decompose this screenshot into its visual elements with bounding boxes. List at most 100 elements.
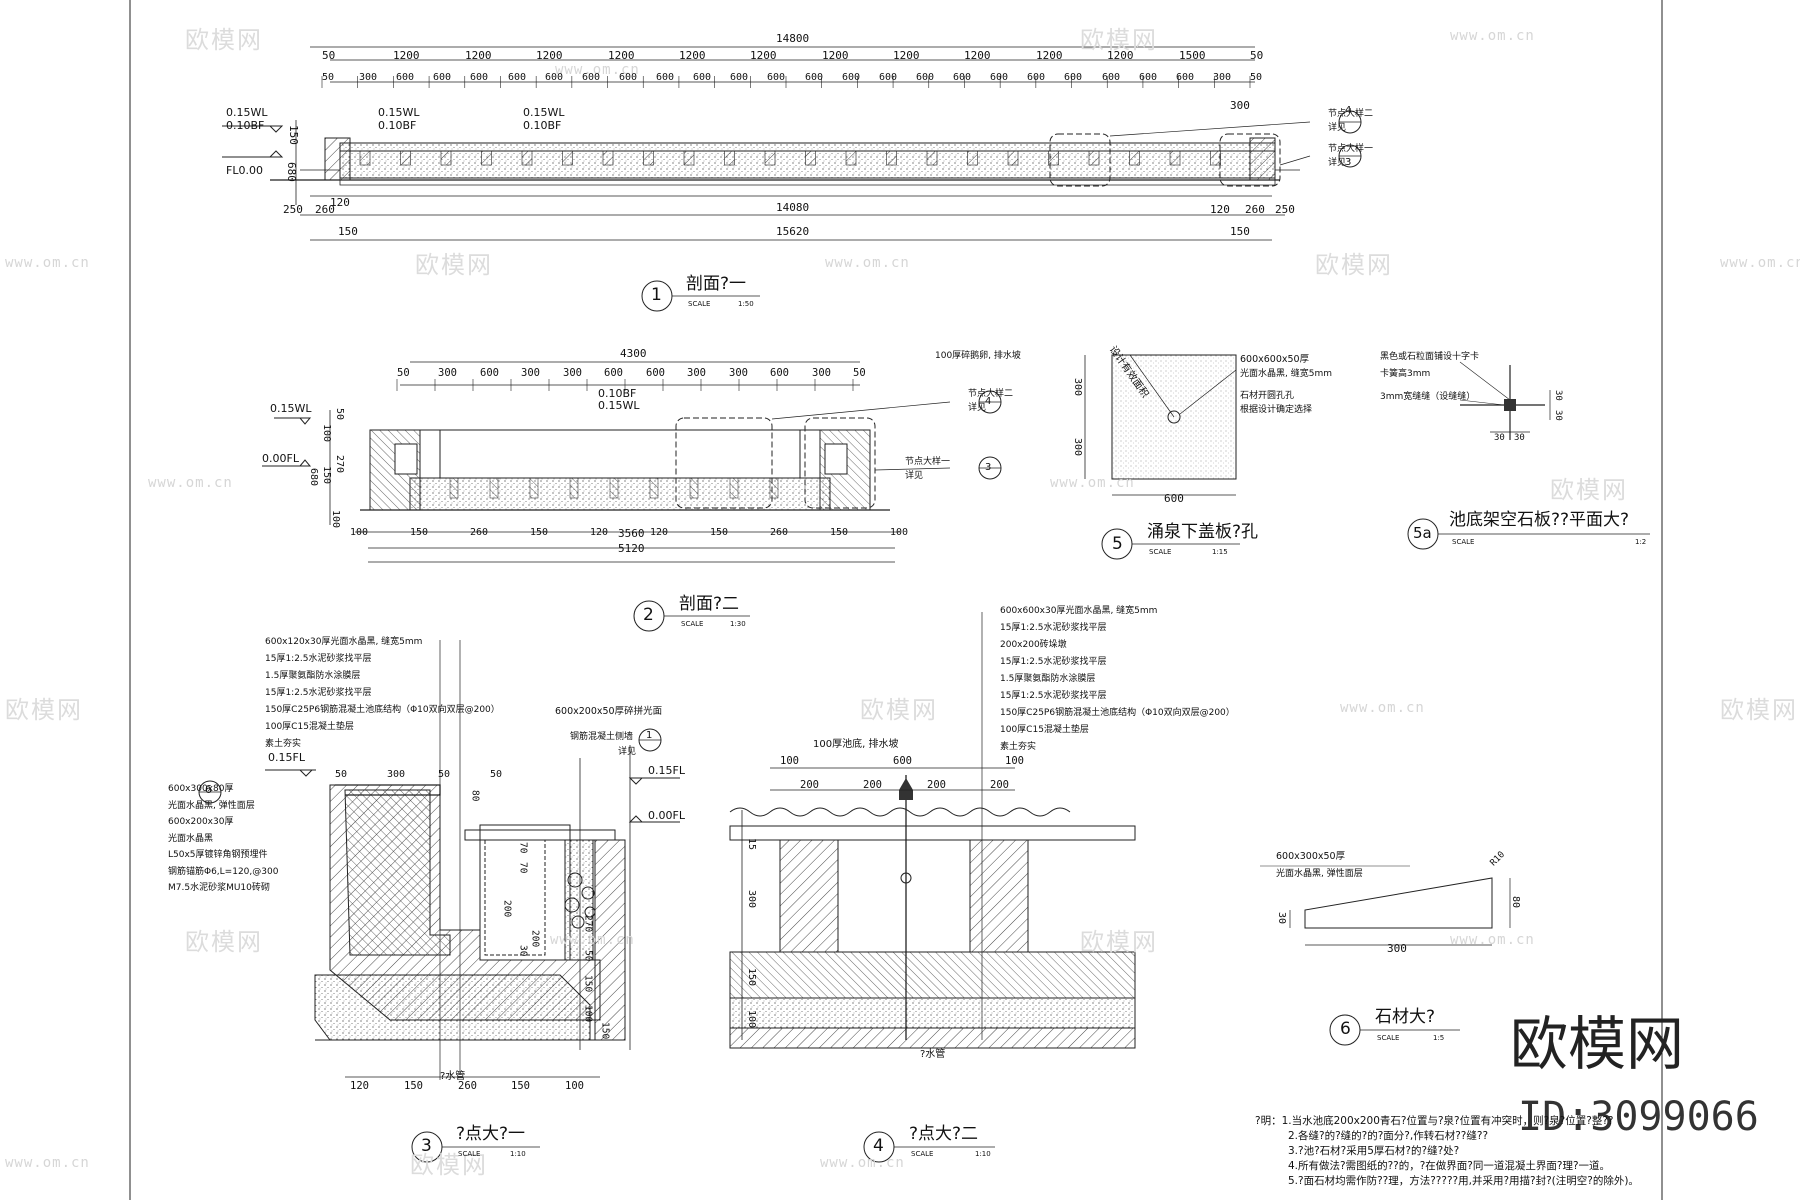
section-5a-drawing [1407, 361, 1650, 550]
dim-value: 600 [582, 72, 601, 83]
callout-label: 详见 [968, 403, 987, 413]
dim-value: 1200 [750, 49, 777, 62]
dim-value: 120 [650, 527, 669, 538]
scale-value: 1:2 [1635, 538, 1647, 546]
pier-block [489, 477, 499, 499]
layer-callout: 200x200砖垛墩 [1000, 640, 1067, 650]
note-label: 600x200x30厚 [168, 817, 234, 827]
watermark-url: www.om.cn [5, 1155, 90, 1171]
level-label: 0.15WL [378, 106, 420, 119]
dim-80: 80 [1510, 896, 1521, 909]
dim-value: 300 [563, 367, 582, 379]
dim-value: 600 [604, 367, 623, 379]
pier-block [769, 477, 779, 499]
callout-number: 4 [1345, 105, 1352, 116]
dim-value: 600 [1139, 72, 1158, 83]
dim-value: 100 [746, 1010, 757, 1029]
callout-label: 节点大样一 [1328, 144, 1374, 154]
dim-value: 600 [805, 72, 824, 83]
layer-callout: 15厚1:2.5水泥砂浆找平层 [1000, 623, 1107, 633]
dim-value: 150 [830, 527, 849, 538]
layer-callout: 15厚1:2.5水泥砂浆找平层 [1000, 657, 1107, 667]
dim-value: 15 [746, 838, 757, 851]
scale-value: 1:10 [975, 1150, 991, 1158]
pier-block [649, 477, 659, 499]
callout-label: 节点大样二 [968, 389, 1014, 399]
dim-300: 300 [1387, 942, 1407, 955]
dim-value: 1200 [822, 49, 849, 62]
note-line: 5.?面石材均需作防??理，方法?????用,并采用?用描?封?(注明空?的除外… [1288, 1175, 1639, 1187]
section-number: 5 [1112, 534, 1123, 554]
dim-30: 30 [1553, 390, 1563, 401]
dim-value: 600 [953, 72, 972, 83]
dim-150: 150 [287, 125, 300, 145]
dim-value: 120 [590, 527, 609, 538]
dim-v: 680 [308, 468, 319, 487]
note-label: L50x5厚镀锌角钢预埋件 [168, 850, 268, 860]
pier-block [886, 150, 897, 166]
scale-value: 1:10 [510, 1150, 526, 1158]
dim-value: 1200 [608, 49, 635, 62]
dim-value: 600 [619, 72, 638, 83]
dim-inner: 14080 [776, 201, 810, 214]
dim-value: 260 [770, 527, 789, 538]
watermark-text: 欧模网 [1315, 251, 1393, 279]
dim-value: 80 [469, 790, 481, 802]
note-line: 2.各缝?的?缝的?的?面分?,作转石材??缝?? [1288, 1130, 1489, 1142]
section-number: 3 [421, 1136, 432, 1156]
dim-value: 600 [545, 72, 564, 83]
dim-value: 150 [599, 1022, 611, 1040]
dim-value: 300 [746, 890, 757, 909]
dim-value: 120 [350, 1080, 369, 1092]
dim-value: 300 [387, 769, 406, 780]
dim-value: 600 [656, 72, 675, 83]
dim-150-b: 150 [338, 225, 358, 238]
watermark-url: www.om.cn [820, 1155, 905, 1171]
note-label: 钢筋锚筋Φ6,L=120,@300 [168, 866, 279, 877]
pier-block [1210, 150, 1221, 166]
pier-block [845, 150, 857, 166]
dim-value: 100 [890, 527, 909, 538]
dim-value: 50 [335, 769, 348, 780]
dim-value: 270 [582, 915, 594, 933]
section-title: 剖面?一 [686, 274, 747, 294]
level-label: 0.10BF [226, 119, 265, 132]
scale-label: SCALE [1149, 548, 1172, 556]
dim-value: 600 [396, 72, 415, 83]
pier-block [562, 150, 573, 166]
section-title: ?点大?二 [909, 1124, 979, 1144]
note-label: 3mm宽缝缝（设缝缝） [1380, 392, 1476, 402]
dim-value: 600 [470, 72, 489, 83]
pier-block [400, 150, 411, 166]
dim-total: 4300 [620, 347, 647, 360]
dim-v: 300 [1072, 378, 1083, 397]
dim-30: 30 [1514, 433, 1525, 443]
level-label: 0.15WL [270, 402, 312, 415]
dim-250: 250 [283, 203, 303, 216]
dim-value: 1200 [536, 49, 563, 62]
dim-value: 1500 [1179, 49, 1206, 62]
section-number: 2 [643, 605, 654, 625]
pier-block [602, 150, 614, 166]
pier-block [449, 477, 459, 499]
dim-value: 600 [433, 72, 452, 83]
pier-block [529, 477, 539, 499]
pier-block [1129, 150, 1140, 166]
callout-label: 详见 [905, 471, 924, 481]
note-label: 600x300x50厚 [1276, 851, 1346, 862]
layer-callout: 150厚C25P6钢筋混凝土池底结构（Φ10双向双层@200） [1000, 708, 1235, 718]
pier-block [729, 477, 739, 499]
pier-block [440, 150, 452, 166]
dim-value: 260 [458, 1080, 477, 1092]
dim-value: 30 [517, 945, 529, 957]
dim-value: 300 [521, 367, 540, 379]
dim-value: 600 [1064, 72, 1083, 83]
scale-value: 1:30 [730, 620, 746, 628]
brand-id: ID:3099066 [1518, 1094, 1759, 1140]
pier-block [1048, 150, 1059, 166]
section-title: 石材大? [1375, 1007, 1436, 1027]
watermark-text: 欧模网 [1720, 696, 1798, 724]
watermark-text: 欧模网 [415, 251, 493, 279]
watermark-text: 欧模网 [1080, 26, 1158, 54]
